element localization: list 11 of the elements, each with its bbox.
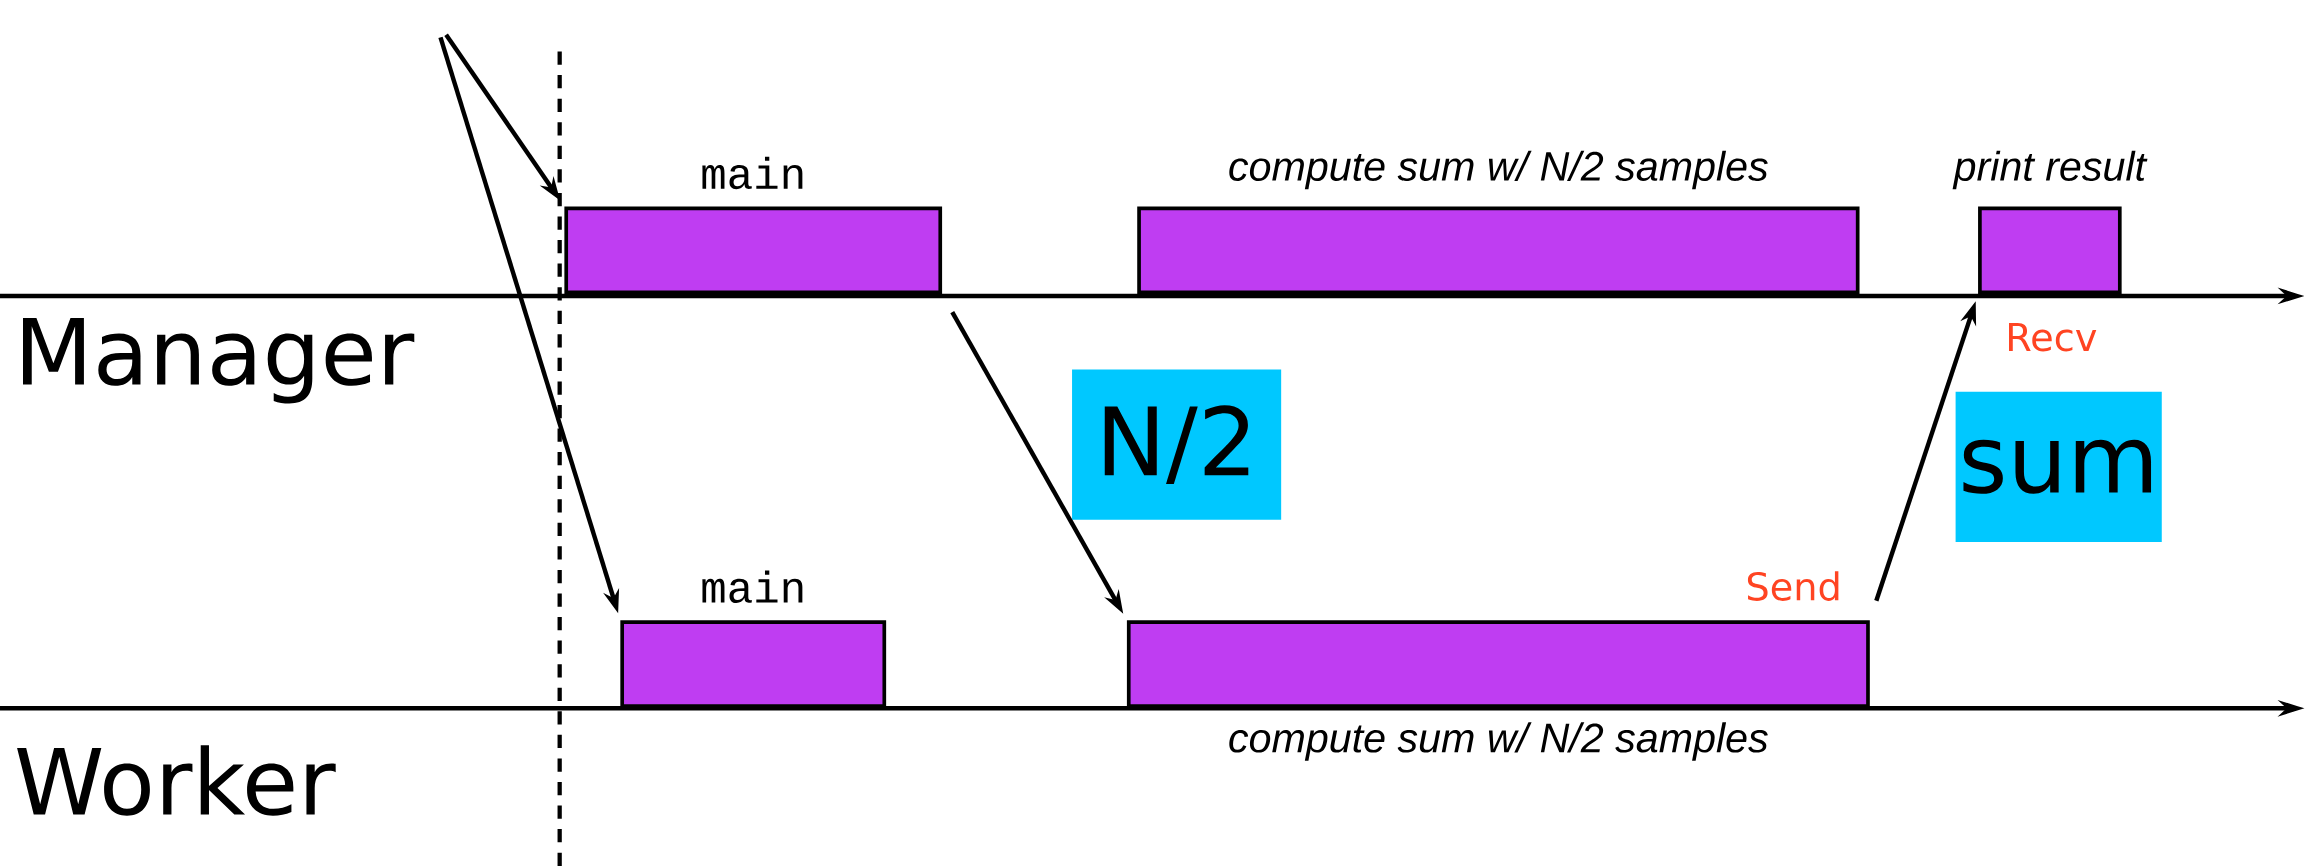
message-box: sum	[1955, 391, 2162, 542]
event-label: Recv	[2009, 322, 2097, 352]
task-label: compute sum w/ N/2 samples	[1229, 722, 1768, 761]
task-label: main	[702, 570, 803, 603]
event-label: Send	[1747, 571, 1839, 601]
lane-label: Manager	[23, 317, 415, 404]
task-label: compute sum w/ N/2 samples	[1229, 150, 1768, 189]
task-label: main	[702, 156, 803, 189]
lane-label: Worker	[17, 745, 336, 816]
message-box: N/2	[1072, 369, 1282, 520]
task-label: print result	[1952, 150, 2148, 189]
